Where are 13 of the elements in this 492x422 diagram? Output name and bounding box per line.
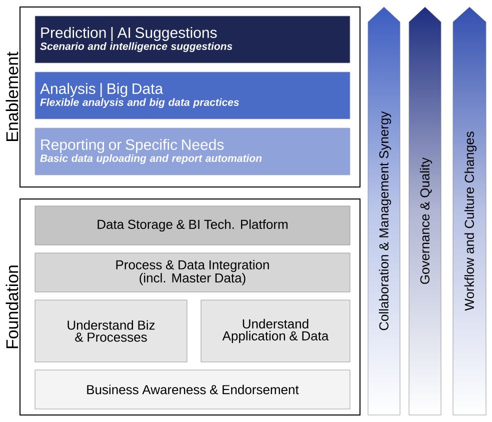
layer-label: Enablement [4,50,20,144]
layer-box: Process & Data Integration (incl. Master Data) [34,252,350,292]
layer-band: Prediction | AI Suggestions Scenario and intelligence suggestions [34,16,350,64]
layer-label: Foundation [4,263,20,351]
layer-box: Understand Biz & Processes [34,300,188,362]
pillar-banner: Governance & Quality [408,6,442,416]
layer-box: Business Awareness & Endorsement [34,370,350,410]
layer-box: Data Storage & BI Tech. Platform [34,206,350,246]
pillar-banner: Collaboration & Management Synergy [368,6,400,416]
pillar-banner: Workflow and Culture Changes [452,6,486,416]
layer-box: Understand Application & Data [200,300,350,362]
layer-band: Reporting or Specific Needs Basic data uploading and report automation [34,128,350,176]
layer-band: Analysis | Big Data Flexible analysis and big data practices [34,72,350,120]
